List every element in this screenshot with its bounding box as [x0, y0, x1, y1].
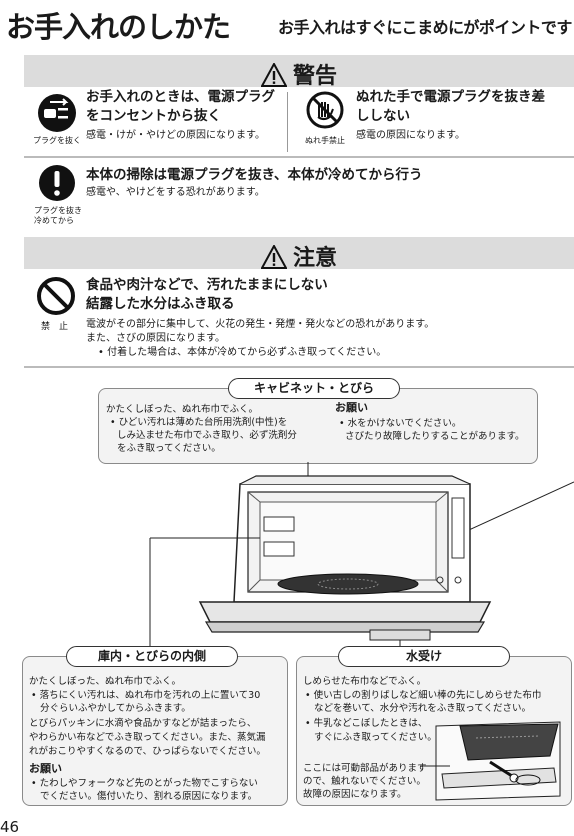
tray-line-5: すぐにふき取ってください。 — [314, 732, 437, 743]
tray-line-3: などを巻いて、水分や汚れをふき取ってください。 — [314, 703, 531, 714]
cabinet-line-3: しみ込ませた布巾でふき取り、必ず洗剤分 — [117, 430, 297, 441]
interior-label: 庫内・とびらの内側 — [66, 646, 238, 667]
exclamation-caption-1: プラグを抜き — [34, 206, 82, 215]
caution-heading-1: 食品や肉汁などで、汚れたままにしない — [86, 277, 328, 293]
caution-band: 注意 — [24, 237, 574, 271]
warning1-heading-1: お手入れのときは、電源プラグ — [86, 89, 275, 105]
tray-illustration — [420, 721, 561, 801]
cabinet-request-1: • 水をかけないでください。 — [339, 418, 462, 429]
no-wet-hands-caption: ぬれ手禁止 — [305, 136, 345, 145]
warning-label: 警告 — [292, 64, 337, 89]
tray-line-1: しめらせた布巾などでふく。 — [303, 676, 427, 687]
separator-1 — [24, 156, 574, 158]
divider — [287, 92, 288, 152]
cabinet-line-1: かたくしぼった、ぬれ布巾でふく。 — [106, 404, 259, 415]
exclamation-icon — [38, 164, 76, 206]
cabinet-request-heading: お願い — [335, 401, 368, 414]
no-wet-hands-icon — [305, 90, 345, 134]
cabinet-label: キャビネット・とびら — [228, 378, 400, 399]
caution-heading-2: 結露した水分はふき取る — [86, 296, 235, 312]
tray-note-2: ので、触れないでください。 — [303, 776, 426, 787]
interior-line-2: • 落ちにくい汚れは、ぬれ布巾を汚れの上に置いて30 — [31, 690, 261, 701]
caution-text-1: 電波がその部分に集中して、火花の発生・発煙・発火などの恐れがあります。 — [86, 319, 435, 330]
oven-illustration — [149, 462, 574, 646]
tray-line-2: • 使い古しの割りばしなど細い棒の先にしめらせた布巾 — [305, 690, 542, 701]
cabinet-request-2: さびたり故障したりすることがあります。 — [345, 431, 525, 442]
warning-band: 警告 — [24, 55, 574, 89]
interior-request-2: でください。傷付いたり、割れる原因になります。 — [40, 791, 258, 802]
unplug-icon-caption: プラグを抜く — [33, 136, 81, 145]
interior-line-4: とびらパッキンに水滴や食品かすなどが詰まったら、 — [29, 718, 257, 729]
interior-request-1: • たわしやフォークなど先のとがった物でこすらない — [31, 778, 258, 789]
cabinet-box — [98, 388, 538, 464]
warning1-text: 感電・けが・やけどの原因になります。 — [86, 130, 265, 141]
cabinet-line-2: • ひどい汚れは薄めた台所用洗剤(中性)を — [110, 417, 288, 428]
caution-text-2: また、さびの原因になります。 — [86, 333, 225, 344]
separator-2 — [24, 366, 574, 368]
prohibited-caption: 禁 止 — [41, 322, 69, 332]
page-subtitle: お手入れはすぐにこまめにがポイントです — [278, 18, 572, 37]
interior-line-5: やわらかい布などでふき取ってください。また、蒸気漏 — [29, 732, 266, 743]
warning2-text: 感電の原因になります。 — [356, 130, 465, 141]
interior-line-6: れがおこりやすくなるので、ひっぱらないでください。 — [29, 746, 266, 757]
cabinet-line-4: をふき取ってください。 — [117, 443, 221, 454]
caution-text-3: • 付着した場合は、本体が冷めてから必ずふき取ってください。 — [98, 347, 387, 358]
warning3-text: 感電や、やけどをする恐れがあります。 — [86, 187, 265, 198]
exclamation-caption-2: 冷めてから — [34, 216, 74, 225]
interior-line-1: かたくしぼった、ぬれ布巾でふく。 — [29, 676, 182, 687]
interior-request-heading: お願い — [29, 762, 62, 775]
page-number: 46 — [0, 818, 20, 836]
warning2-heading-2: ししない — [356, 108, 410, 124]
page-title: お手入れのしかた — [6, 10, 231, 44]
caution-triangle-icon — [260, 243, 288, 269]
warning2-heading-1: ぬれた手で電源プラグを抜き差 — [356, 89, 545, 105]
tray-note-3: 故障の原因になります。 — [303, 789, 407, 800]
tray-label: 水受け — [338, 646, 510, 667]
caution-label: 注意 — [292, 246, 337, 271]
interior-box — [22, 656, 288, 806]
tray-note-1: ここには可動部品があります — [303, 763, 427, 774]
unplug-icon — [36, 92, 78, 138]
warning3-heading: 本体の掃除は電源プラグを抜き、本体が冷めてから行う — [86, 167, 423, 183]
warning-triangle-icon — [260, 61, 288, 87]
tray-line-4: • 牛乳などこぼしたときは、 — [305, 718, 428, 729]
interior-line-3: 分ぐらいふやかしてからふきます。 — [40, 703, 191, 714]
prohibited-icon — [36, 276, 76, 320]
warning1-heading-2: をコンセントから抜く — [86, 108, 221, 124]
